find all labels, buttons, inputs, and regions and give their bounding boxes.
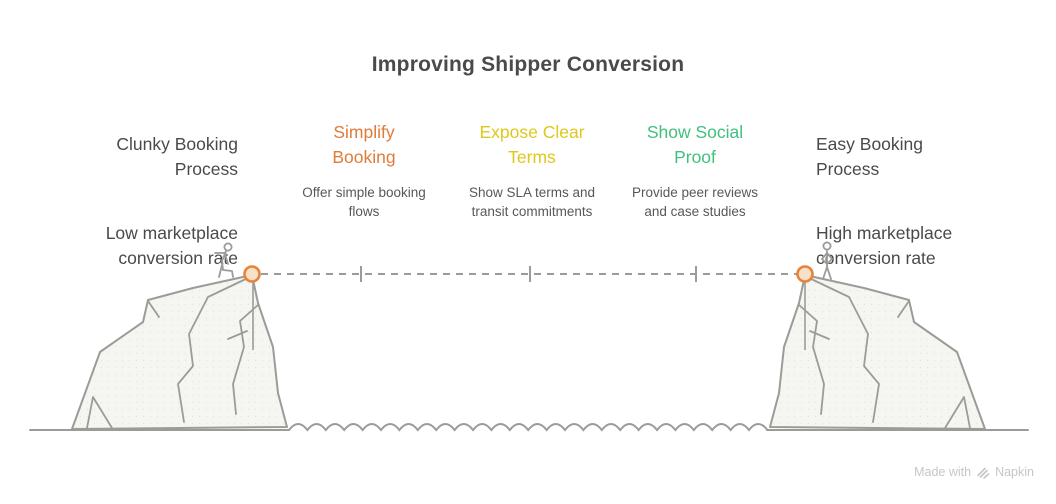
step-column-expose-clear-terms: Expose Clear Terms Show SLA terms and tr… (447, 120, 617, 221)
left-cliff-illustration (71, 274, 288, 430)
diagram-title: Improving Shipper Conversion (371, 53, 685, 76)
watermark: Made with Napkin (914, 465, 1034, 479)
after-state-block: Easy Booking Process High marketplace co… (816, 107, 1028, 296)
before-state-block: Clunky Booking Process Low marketplace c… (26, 107, 238, 296)
right-cliff-illustration (769, 274, 986, 430)
watermark-prefix: Made with (914, 465, 972, 479)
step-heading: Show Social Proof (646, 122, 744, 167)
step-description: Show SLA terms and transit commitments (468, 185, 596, 219)
step-description: Provide peer reviews and case studies (631, 185, 759, 219)
step-column-show-social-proof: Show Social Proof Provide peer reviews a… (610, 120, 780, 221)
before-state-label: Clunky Booking Process (116, 134, 238, 179)
before-state-detail: Low marketplace conversion rate (105, 223, 238, 268)
step-description: Offer simple booking flows (302, 185, 426, 219)
water-wavy-line (288, 423, 769, 432)
after-state-detail: High marketplace conversion rate (816, 223, 953, 268)
after-state-label: Easy Booking Process (816, 134, 924, 179)
left-anchor-marker (243, 265, 261, 350)
watermark-brand: Napkin (995, 465, 1034, 479)
step-heading: Simplify Booking (332, 122, 396, 167)
napkin-logo-icon (977, 467, 990, 479)
right-anchor-marker (796, 265, 814, 350)
step-column-simplify-booking: Simplify Booking Offer simple booking fl… (279, 120, 449, 221)
step-heading: Expose Clear Terms (479, 122, 585, 167)
